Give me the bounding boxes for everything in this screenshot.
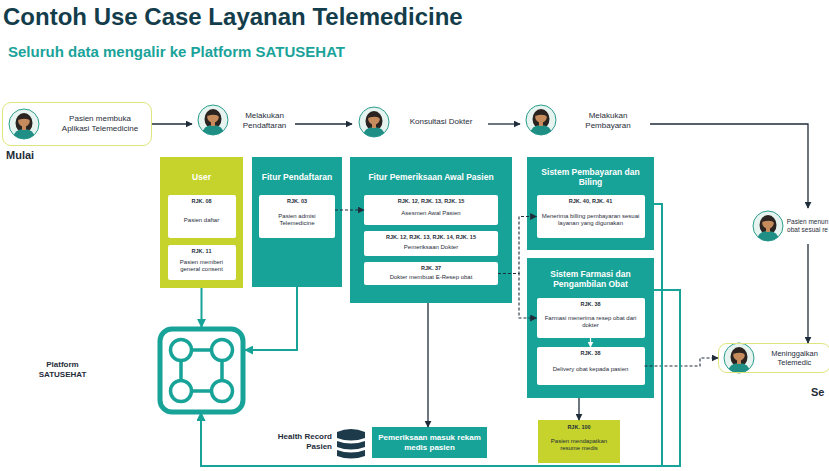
process-box: RJK. 37 Dokter membuat E-Resep obat [364, 262, 498, 285]
body-text: Delivery obat kepada pasien [553, 366, 629, 373]
store-label-holder: Health Record Pasien [252, 432, 332, 452]
patient-avatar [9, 109, 39, 140]
process-box: RJK. 08 Pasien daftar [168, 195, 236, 238]
end-step: Meninggalkan Telemedic [718, 343, 829, 373]
body-text: Pemeriksaan Dokter [404, 244, 458, 251]
group-panel: Fitur PendaftaranRJK. 03 Pasien admisi Te… [252, 157, 342, 287]
step-label: Pasien membuka Aplikasi Telemedicine [55, 114, 145, 134]
connector [578, 398, 579, 420]
body-text: Dokter membuat E-Resep obat [390, 274, 473, 281]
step-label: Melakukan Pendaftaran [235, 111, 295, 131]
code-label: RJK. 100 [567, 424, 590, 431]
platform-label: Platform SATUSEHAT [32, 360, 94, 380]
connector [645, 358, 719, 366]
body-text: Pasien daftar [184, 217, 219, 224]
group-panel: Fitur Pemeriksaan Awal PasienRJK. 12, RJ… [350, 157, 512, 303]
code-label: RJK. 38 [580, 301, 600, 308]
start-label: Mulai [6, 149, 34, 161]
store-label: Health Record Pasien [252, 432, 332, 452]
process-step: Pasien menun obat sesuai re [750, 208, 829, 244]
process-box: RJK. 38 Delivery obat kepada pasien [537, 347, 645, 385]
subtitle: Seluruh data mengalir ke Platform SATUSE… [8, 43, 345, 61]
patient-avatar [753, 211, 783, 242]
code-label: RJK. 12, RJK. 13, RJK. 15 [398, 198, 465, 205]
panel-heading: Sistem Pembayaran dan Biling [534, 159, 647, 195]
platform-node: Platform SATUSEHAT [20, 327, 245, 413]
patient-avatar [526, 105, 556, 136]
record-box: Pemeriksaan masuk rekam medis pasien [372, 427, 487, 458]
result-box: RJK. 100Pasien mendapatkan resume medis [538, 420, 620, 463]
step-label: Pasien menun obat sesuai re [786, 218, 829, 234]
connector [488, 123, 520, 124]
start-label-holder: Mulai [6, 149, 34, 161]
process-box: RJK. 11 Pasien memberi general consent [168, 245, 236, 280]
connector [295, 123, 352, 124]
code-label: RJK. 03 [287, 198, 307, 205]
end-label-holder: Se [811, 386, 824, 398]
connector [650, 124, 808, 208]
group-panel: Sistem Pembayaran dan BilingRJK. 40, RJK… [527, 157, 654, 250]
process-box: RJK. 12, RJK. 13, RJK. 14, RJK. 15 Pemeri… [364, 231, 498, 256]
subtitle-holder: Seluruh data mengalir ke Platform SATUSE… [8, 43, 345, 61]
panel-heading: Fitur Pendaftaran [262, 159, 332, 195]
process-step: Melakukan Pendaftaran [192, 103, 295, 139]
code-label: RJK. 40, RJK. 41 [569, 198, 612, 205]
body-text: Menerima billing pembayaran sesuai layan… [540, 213, 642, 227]
process-step: Konsultasi Dokter [352, 105, 488, 139]
diagram-title: Contoh Use Case Layanan Telemedicine [3, 4, 463, 30]
step-label: Konsultasi Dokter [410, 117, 473, 127]
box-label: Pemeriksaan masuk rekam medis pasien [378, 433, 481, 452]
process-box: RJK. 12, RJK. 13, RJK. 15 Asesmen Awal Pa… [364, 195, 498, 225]
patient-avatar [359, 107, 389, 138]
start-step: Pasien membuka Aplikasi Telemedicine [2, 102, 152, 146]
code-label: RJK. 11 [192, 248, 212, 255]
database-icon [337, 429, 365, 459]
connector [201, 288, 203, 327]
connector [498, 217, 537, 274]
code-label: RJK. 37 [421, 265, 441, 272]
code-label: RJK. 08 [191, 198, 211, 205]
panel-heading: Sistem Farmasi dan Pengambilan Obat [534, 260, 647, 298]
diagram-title-holder: Contoh Use Case Layanan Telemedicine [3, 4, 463, 30]
connector [201, 204, 662, 466]
platform-network-icon [160, 329, 243, 412]
connector [335, 209, 364, 210]
connector [152, 123, 192, 124]
panel-heading: Fitur Pemeriksaan Awal Pasien [368, 159, 493, 195]
connector [807, 244, 808, 343]
body-text: Farmasi menerima resep obat dari dokter [540, 315, 642, 329]
end-label: Se [811, 386, 824, 398]
body-text: Pasien mendapatkan resume medis [542, 438, 616, 452]
step-label: Meninggalkan Telemedic [759, 349, 829, 368]
patient-avatar [724, 343, 754, 374]
connector [498, 274, 537, 319]
code-label: RJK. 38 [580, 350, 600, 357]
patient-avatar [198, 105, 228, 136]
group-panel: UserRJK. 08 Pasien daftarRJK. 11 Pasien me… [160, 157, 243, 288]
body-text: Pasien memberi general consent [171, 259, 233, 273]
body-text: Pasien admisi Telemedicine [262, 213, 332, 227]
connector [427, 303, 428, 427]
body-text: Asesmen Awal Pasien [401, 210, 460, 217]
process-step: Melakukan Pembayaran [520, 103, 650, 139]
step-label: Melakukan Pembayaran [575, 111, 641, 131]
code-label: RJK. 12, RJK. 13, RJK. 14, RJK. 15 [386, 234, 476, 241]
process-box: RJK. 40, RJK. 41 Menerima billing pembaya… [537, 195, 645, 238]
panel-heading: User [192, 159, 211, 195]
connector [201, 290, 680, 466]
process-box: RJK. 03 Pasien admisi Telemedicine [259, 195, 335, 238]
group-panel: Sistem Farmasi dan Pengambilan ObatRJK. … [527, 258, 654, 398]
process-box: RJK. 38 Farmasi menerima resep obat dari … [537, 298, 645, 338]
connector [245, 287, 297, 350]
connector [590, 338, 591, 347]
